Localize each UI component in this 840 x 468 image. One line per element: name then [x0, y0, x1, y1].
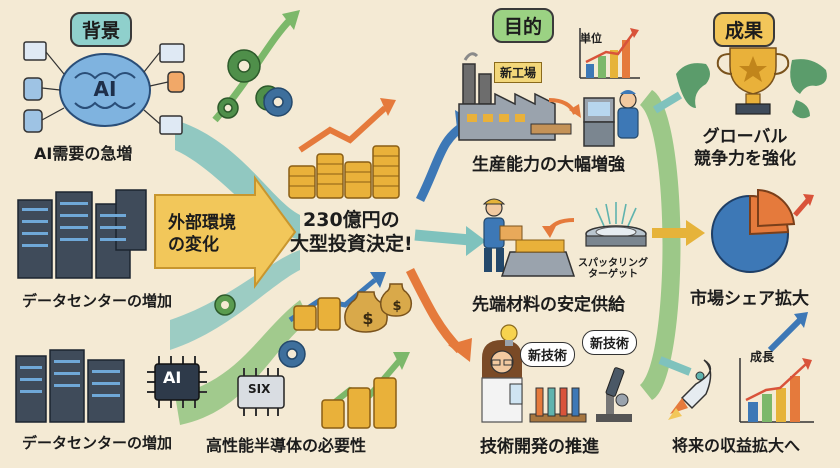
tech-bubble-2: 新技術	[582, 330, 638, 355]
datacenter-label-2: データセンターの増加	[22, 434, 173, 452]
orange-arrow-icon-2	[542, 218, 575, 238]
orange-up-arrow	[298, 105, 388, 153]
gear-icon-2	[263, 87, 293, 117]
chip-icon	[147, 356, 207, 408]
scientist-icon	[481, 340, 523, 423]
arrow-to-profit	[658, 356, 692, 376]
brain-icon: AI	[23, 41, 185, 135]
new-factory-tag: 新工場	[494, 62, 543, 83]
arrow-to-global	[652, 91, 683, 114]
robot-arm-icon	[583, 90, 639, 147]
global-label: グローバル 競争力を強化	[694, 127, 796, 169]
header-background: 背景	[70, 12, 133, 47]
microscope-icon	[596, 367, 632, 422]
orange-arrow-icon	[548, 98, 581, 118]
svg-text:$: $	[362, 309, 373, 328]
server-icon	[17, 189, 147, 279]
pie-chart-icon	[711, 188, 796, 273]
header-purpose: 目的	[492, 8, 555, 43]
semiconductor-label: 高性能半導体の必要性	[206, 436, 367, 455]
decision-label: 230億円の 大型投資決定!	[290, 209, 413, 255]
growth-chart-icon	[739, 358, 814, 423]
coin-stack-icon-2	[321, 377, 397, 429]
header-results: 成果	[713, 12, 776, 47]
chip-six-label: SIX	[248, 382, 271, 396]
green-flow-right	[640, 90, 681, 400]
gear-icon-3	[278, 340, 306, 368]
coin-stack-icon	[288, 145, 400, 199]
svg-text:$: $	[392, 299, 401, 314]
materials-label: 先端材料の安定供給	[472, 295, 625, 315]
unit-tag: 単位	[580, 32, 602, 45]
bar-chart-icon	[579, 28, 640, 79]
external-arrow	[154, 174, 297, 290]
rocket-icon	[668, 359, 712, 420]
world-map-icon	[676, 47, 827, 119]
growth-tag: 成長	[750, 350, 775, 364]
worker-icon	[482, 198, 576, 277]
profit-label: 将来の収益拡大へ	[672, 436, 801, 455]
chip-six-icon	[237, 368, 285, 416]
tech-bubble-1: 新技術	[520, 342, 576, 367]
sputtering-label: スパッタリング ターゲット	[578, 258, 648, 280]
server-icon-2	[15, 349, 125, 423]
svg-text:AI: AI	[94, 77, 117, 101]
gear-icon-4	[214, 294, 236, 316]
datacenter-label-1: データセンターの増加	[22, 292, 173, 310]
tech-label: 技術開発の推進	[480, 437, 599, 457]
green-flow-bottom	[175, 300, 310, 425]
market-label: 市場シェア拡大	[690, 289, 809, 309]
teal-flow-bottom	[170, 250, 300, 350]
production-label: 生産能力の大幅増強	[472, 155, 625, 175]
arrow-to-materials	[414, 229, 471, 246]
sputtering-target-icon	[585, 202, 647, 247]
factory-icon	[458, 52, 572, 141]
gear-icon	[217, 49, 281, 119]
test-tubes-icon	[529, 387, 587, 423]
ai-demand-label: AI需要の急増	[34, 144, 133, 163]
ai-chip-label: AI	[163, 368, 182, 387]
lightbulb-icon	[500, 324, 518, 346]
external-change-label: 外部環境 の変化	[168, 213, 236, 255]
money-bag-icon: $ $	[293, 283, 413, 333]
